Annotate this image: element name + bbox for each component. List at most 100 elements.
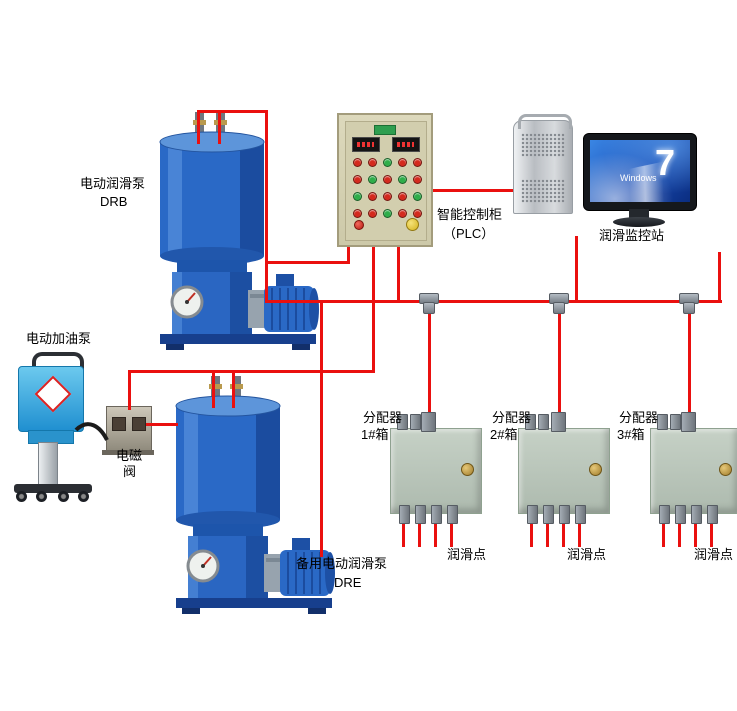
outlet-fitting-icon: [691, 505, 702, 524]
pipe-cabinet-to-computer: [433, 189, 513, 192]
indicator-light-red: [353, 158, 362, 167]
pipe-lube-point: [678, 520, 681, 547]
valve-port-icon: [112, 417, 126, 431]
pipe-backup-feed-header: [128, 370, 374, 373]
indicator-light-green: [383, 209, 392, 218]
indicator-light-grid: [353, 158, 422, 218]
indicator-light-red: [368, 209, 377, 218]
oil-pump-label: 电动加油泵: [26, 331, 92, 346]
outlet-fitting-icon: [659, 505, 670, 524]
indicator-light-green: [383, 158, 392, 167]
indicator-light-red: [383, 192, 392, 201]
wheel-icon: [58, 491, 69, 502]
pipe-lube-point: [546, 520, 549, 547]
yellow-button-icon: [406, 218, 419, 231]
outlet-fitting-icon: [575, 505, 586, 524]
cabinet-label-2: （PLC）: [443, 226, 495, 241]
pipe-lube-point: [578, 520, 581, 547]
tee-fitting-icon: [683, 302, 695, 314]
pipe-cabinet-to-main: [397, 247, 400, 303]
outlet-fitting-icon: [447, 505, 458, 524]
indicator-light-red: [413, 209, 422, 218]
main-lubrication-pump-illustration: [159, 112, 319, 350]
tower-grille: [521, 179, 565, 203]
inlet-fitting-icon: [397, 414, 408, 430]
pipe-lube-point: [562, 520, 565, 547]
indicator-light-green: [398, 175, 407, 184]
indicator-light-green: [368, 175, 377, 184]
pipe-distributor1-feed: [428, 300, 431, 430]
pipe-distributor3-feed: [688, 300, 691, 430]
pipe-backup-inlet-2: [232, 370, 235, 408]
tee-fitting-icon: [553, 302, 565, 314]
inlet-fitting-icon: [670, 414, 681, 430]
plc-control-cabinet: [337, 113, 433, 247]
indicator-light-red: [398, 158, 407, 167]
indicator-light-red: [368, 158, 377, 167]
backup-lubrication-pump-illustration: [175, 376, 335, 614]
indicator-light-red: [413, 175, 422, 184]
inlet-fitting-icon: [538, 414, 549, 430]
monitor-station-label: 润滑监控站: [599, 228, 665, 243]
pipe-cabinet-to-pump: [265, 261, 350, 264]
valve-port-icon: [132, 417, 146, 431]
valve-flange: [102, 450, 154, 455]
motor-icon: [264, 274, 319, 332]
outlet-fitting-icon: [675, 505, 686, 524]
inlet-fitting-icon: [657, 414, 668, 430]
pump-inlet-fittings-icon: [209, 376, 243, 404]
cabinet-label-1: 智能控制柜: [437, 207, 503, 222]
pipe-lube-point: [662, 520, 665, 547]
monitoring-computer-tower: [513, 114, 573, 214]
feed-fitting-icon: [551, 412, 566, 432]
main-pump-model: DRB: [100, 194, 128, 209]
pipe-lube-point: [710, 520, 713, 547]
feed-fitting-icon: [681, 412, 696, 432]
distributor3-name: 分配器: [619, 410, 659, 425]
pipe-lube-point: [434, 520, 437, 547]
windows-screen: Windows 7: [590, 140, 690, 202]
inlet-fitting-icon: [525, 414, 536, 430]
pipe-pump-top-header: [197, 110, 268, 113]
solenoid-valve-label-2: 阀: [123, 464, 137, 479]
pipe-backup-inlet-1: [212, 370, 215, 408]
outlet-fitting-icon: [527, 505, 538, 524]
monitor-stand-base: [613, 217, 665, 227]
pipe-lube-point: [402, 520, 405, 547]
windows-brand-text: Windows: [620, 173, 657, 183]
tower-handle: [518, 114, 572, 129]
solenoid-valve: [106, 406, 152, 452]
lube-point-label-3: 润滑点: [694, 547, 734, 562]
motor-icon: [280, 538, 335, 596]
outlet-fitting-icon: [543, 505, 554, 524]
outlet-fitting-icon: [399, 505, 410, 524]
inlet-fitting-icon: [410, 414, 421, 430]
wheel-icon: [16, 491, 27, 502]
outlet-fitting-icon: [431, 505, 442, 524]
indicator-light-red: [353, 209, 362, 218]
pipe-monitor-link: [575, 236, 578, 302]
pipe-lube-point: [450, 520, 453, 547]
cabinet-nameplate: [374, 125, 396, 135]
windows-version-text: 7: [655, 142, 676, 183]
outlet-fitting-icon: [707, 505, 718, 524]
pressure-gauge-icon: [170, 285, 204, 319]
oil-pump-handle: [32, 352, 84, 372]
lube-point-label-1: 润滑点: [447, 547, 487, 562]
wheel-icon: [36, 491, 47, 502]
monitoring-display: Windows 7: [583, 133, 697, 211]
pipe-lube-point: [418, 520, 421, 547]
digital-display: [392, 137, 420, 152]
red-button-icon: [354, 220, 364, 230]
indicator-light-red: [353, 175, 362, 184]
oil-pump-cart-base: [14, 484, 92, 493]
pipe-cabinet-stub-1: [347, 247, 350, 264]
indicator-light-red: [413, 158, 422, 167]
distributor1-name: 分配器: [363, 410, 403, 425]
oil-pump-label-badge: [34, 375, 72, 413]
pipe-main-horizontal: [265, 300, 722, 303]
solenoid-valve-label-1: 电磁: [116, 448, 143, 463]
pipe-lube-point: [694, 520, 697, 547]
pipe-valve-to-backup: [146, 423, 178, 426]
